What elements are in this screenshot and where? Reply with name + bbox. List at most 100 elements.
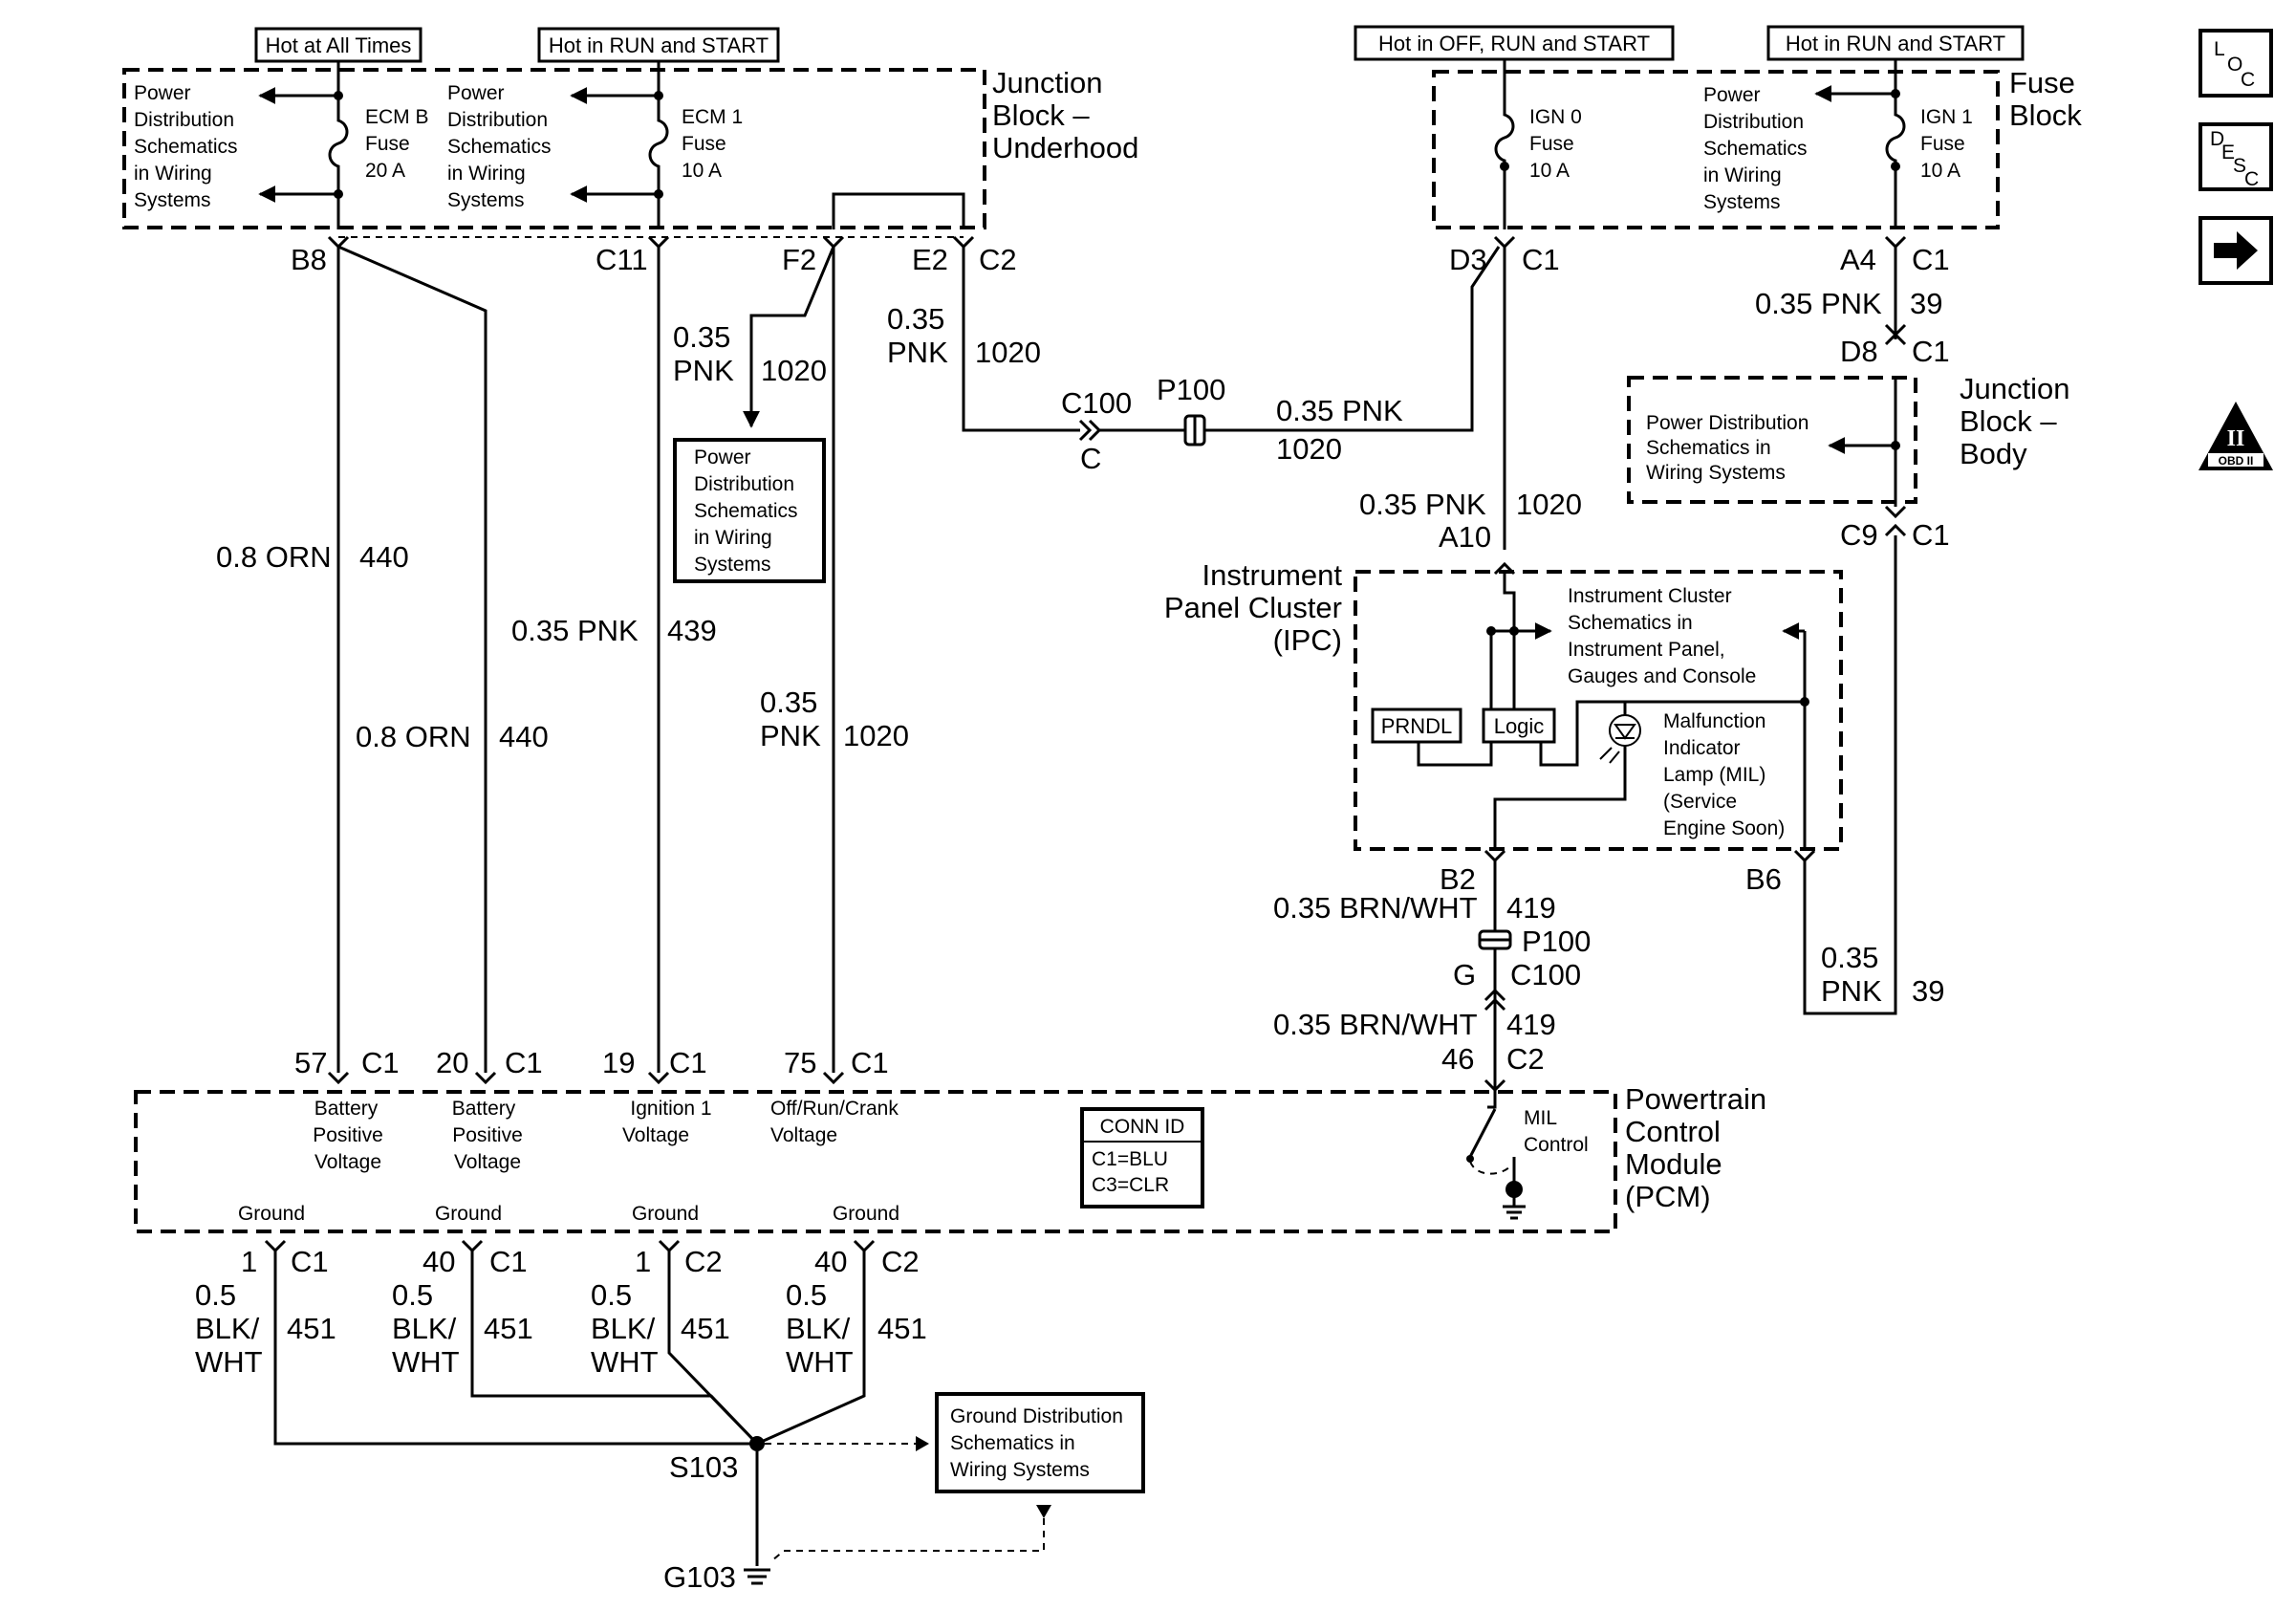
conn-ground-pin-1: 1 — [241, 1245, 257, 1278]
svg-text:Power Distribution: Power Distribution — [1646, 412, 1809, 434]
svg-text:0.5: 0.5 — [786, 1278, 827, 1312]
svg-text:419: 419 — [1506, 1008, 1556, 1041]
mil-lamp-icon — [1599, 714, 1641, 764]
svg-text:Voltage: Voltage — [314, 1151, 381, 1173]
conn-d8: D8 — [1840, 335, 1878, 368]
svg-text:Logic: Logic — [1494, 714, 1545, 738]
instrument-panel-cluster: Instrument Panel Cluster (IPC) — [1164, 558, 1843, 851]
svg-text:Hot in OFF, RUN and START: Hot in OFF, RUN and START — [1378, 32, 1650, 55]
svg-text:BLK/: BLK/ — [392, 1312, 457, 1345]
svg-text:in Wiring: in Wiring — [134, 163, 212, 185]
svg-text:Battery: Battery — [452, 1098, 516, 1120]
conn-b8: B8 — [291, 243, 327, 276]
conn-c-letter: C — [1080, 442, 1101, 475]
svg-text:Block –: Block – — [992, 98, 1090, 132]
svg-text:Fuse: Fuse — [1920, 133, 1965, 155]
svg-text:Malfunction: Malfunction — [1663, 710, 1765, 732]
pds-ref-fuse-block: Power Distribution Schematics in Wiring … — [1703, 84, 1808, 213]
svg-text:in Wiring: in Wiring — [1703, 164, 1782, 186]
svg-text:Positive: Positive — [452, 1124, 523, 1146]
svg-text:in Wiring: in Wiring — [447, 163, 526, 185]
svg-text:419: 419 — [1506, 891, 1556, 925]
svg-text:451: 451 — [484, 1312, 533, 1345]
svg-text:Indicator: Indicator — [1663, 737, 1741, 759]
svg-text:Voltage: Voltage — [622, 1124, 689, 1146]
svg-text:Junction: Junction — [1960, 372, 2069, 405]
svg-text:P100: P100 — [1522, 925, 1591, 958]
svg-text:ECM B: ECM B — [365, 106, 429, 128]
svg-text:Voltage: Voltage — [770, 1124, 837, 1146]
conn-c100-top: C100 — [1061, 386, 1132, 420]
svg-text:Battery: Battery — [314, 1098, 379, 1120]
svg-text:OBD II: OBD II — [2219, 454, 2254, 468]
wire-label-pnk-1020-c100: 0.35 PNK 1020 — [1276, 394, 1403, 466]
svg-text:BLK/: BLK/ — [786, 1312, 851, 1345]
header-hot-run-start-right: Hot in RUN and START — [1766, 25, 2025, 61]
svg-text:451: 451 — [681, 1312, 730, 1345]
conn-c100-bottom: C100 — [1510, 958, 1581, 991]
svg-text:1020: 1020 — [761, 354, 827, 387]
svg-text:0.5: 0.5 — [392, 1278, 433, 1312]
svg-text:WHT: WHT — [392, 1345, 460, 1379]
svg-text:(Service: (Service — [1663, 791, 1737, 813]
svg-text:IGN 0: IGN 0 — [1529, 106, 1582, 128]
svg-text:Hot at All Times: Hot at All Times — [266, 33, 412, 57]
next-arrow-icon[interactable] — [2199, 216, 2273, 285]
svg-text:Gauges and Console: Gauges and Console — [1568, 665, 1756, 687]
pds-ref-underhood-mid: Power Distribution Schematics in Wiring … — [447, 82, 552, 211]
mil-control-switch: MIL Control — [1466, 1090, 1589, 1220]
svg-text:10 A: 10 A — [682, 160, 722, 182]
svg-text:0.35 PNK: 0.35 PNK — [1359, 488, 1486, 521]
header-hot-run-start-left: Hot in RUN and START — [537, 27, 780, 63]
svg-text:Lamp (MIL): Lamp (MIL) — [1663, 764, 1765, 786]
wire-label-pnk-39-bot: 0.35 PNK 39 — [1821, 941, 1944, 1008]
svg-text:39: 39 — [1910, 287, 1942, 320]
ipc-schematics-ref: Instrument Cluster Schematics in Instrum… — [1568, 585, 1756, 687]
svg-text:Systems: Systems — [1703, 191, 1781, 213]
conn-b2: B2 — [1440, 862, 1476, 896]
conn-b6: B6 — [1745, 862, 1782, 896]
svg-text:Systems: Systems — [134, 189, 211, 211]
svg-text:Positive: Positive — [313, 1124, 383, 1146]
svg-text:Fuse: Fuse — [2009, 66, 2075, 99]
svg-text:0.35: 0.35 — [760, 686, 817, 719]
svg-text:Wiring Systems: Wiring Systems — [1646, 462, 1786, 484]
conn-pin-19: 19 — [602, 1046, 635, 1079]
svg-text:1020: 1020 — [975, 336, 1041, 369]
svg-text:451: 451 — [877, 1312, 927, 1345]
svg-text:Instrument: Instrument — [1202, 558, 1343, 592]
wire-label-pnk-1020-e2: 0.35 PNK 1020 — [887, 302, 1041, 369]
header-hot-at-all-times: Hot at All Times — [254, 27, 422, 63]
conn-a10: A10 — [1439, 520, 1491, 554]
svg-text:Power: Power — [694, 446, 751, 468]
svg-text:WHT: WHT — [786, 1345, 854, 1379]
desc-icon[interactable]: D E S C — [2199, 122, 2273, 191]
conn-ground-pin-40: 40 — [422, 1245, 455, 1278]
svg-text:0.5: 0.5 — [195, 1278, 236, 1312]
wire-label-blk-451-c: 0.5 BLK/ WHT 451 — [591, 1278, 730, 1379]
svg-text:O: O — [2227, 54, 2242, 76]
svg-text:Powertrain: Powertrain — [1625, 1082, 1766, 1116]
svg-text:Distribution: Distribution — [1703, 111, 1804, 133]
pcm-ground-4: Ground — [833, 1203, 899, 1225]
conn-c1-d3: C1 — [1522, 243, 1560, 276]
conn-c1-a4: C1 — [1912, 243, 1950, 276]
wire-label-orn-440-a: 0.8 ORN 440 — [216, 540, 409, 574]
ground-g103-icon: G103 — [663, 1560, 770, 1594]
svg-text:Control: Control — [1625, 1115, 1721, 1148]
svg-text:Control: Control — [1524, 1134, 1589, 1156]
loc-icon[interactable]: L O C — [2199, 29, 2273, 98]
wire-label-pnk-1020-long: 0.35 PNK 1020 — [760, 686, 909, 752]
svg-text:0.8 ORN: 0.8 ORN — [216, 540, 332, 574]
conn-e2: E2 — [912, 243, 948, 276]
wire-label-brn-419-a: 0.35 BRN/WHT 419 — [1273, 891, 1556, 925]
svg-text:(IPC): (IPC) — [1273, 623, 1342, 657]
ecm-b-fuse-label: ECM B Fuse 20 A — [365, 106, 429, 182]
conn-a4: A4 — [1840, 243, 1876, 276]
svg-text:Schematics in: Schematics in — [1646, 437, 1771, 459]
svg-text:S103: S103 — [669, 1450, 738, 1484]
mil-label: Malfunction Indicator Lamp (MIL) (Servic… — [1663, 710, 1785, 839]
svg-text:(PCM): (PCM) — [1625, 1180, 1711, 1213]
svg-text:0.35 PNK: 0.35 PNK — [1276, 394, 1403, 427]
svg-text:10 A: 10 A — [1920, 160, 1960, 182]
